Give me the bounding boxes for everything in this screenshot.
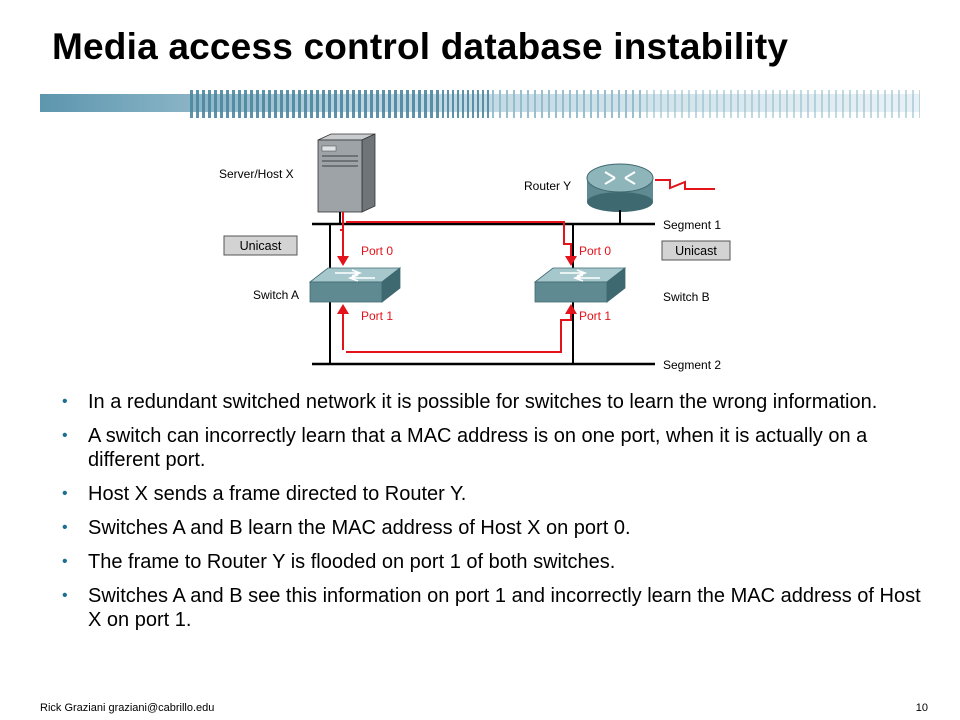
bullet-item: •Switches A and B learn the MAC address … [62, 517, 631, 539]
bullet-dot-icon: • [62, 393, 68, 410]
bullet-item: •Switches A and B see this information o… [62, 585, 921, 631]
router-icon [586, 163, 654, 212]
bullet-dot-icon: • [62, 553, 68, 570]
switch-b-icon [533, 267, 627, 303]
bullet-dot-icon: • [62, 485, 68, 502]
port1-a-label: Port 1 [361, 309, 393, 323]
bullet-dot-icon: • [62, 519, 68, 536]
port0-b-label: Port 0 [579, 244, 611, 258]
bullet-dot-icon: • [62, 427, 68, 444]
unicast-label-right: Unicast [675, 244, 717, 258]
bullet-list: •In a redundant switched network it is p… [62, 390, 932, 642]
serial-link-icon [655, 179, 715, 190]
arrow-down-port0-b [565, 256, 577, 266]
bullet-item: •In a redundant switched network it is p… [62, 391, 878, 413]
segment-1-label: Segment 1 [663, 218, 721, 232]
bullet-item: •The frame to Router Y is flooded on por… [62, 551, 616, 573]
switch-b-label: Switch B [663, 290, 710, 304]
arrow-up-port1-a [337, 304, 349, 314]
footer-author: Rick Graziani graziani@cabrillo.edu [40, 702, 215, 714]
switch-a-icon [308, 267, 402, 303]
unicast-label-left: Unicast [240, 239, 282, 253]
server-host-x-label: Server/Host X [219, 167, 294, 181]
bullet-item: •A switch can incorrectly learn that a M… [62, 425, 868, 471]
arrow-down-port0-a [337, 256, 349, 266]
slide-title: Media access control database instabilit… [52, 26, 789, 67]
decorative-stripe-band [40, 90, 920, 118]
frame-path-arrows [340, 212, 572, 353]
router-y-label: Router Y [524, 179, 571, 193]
unicast-box-left [223, 235, 298, 256]
segment-2-label: Segment 2 [663, 358, 721, 372]
page-number: 10 [915, 702, 928, 714]
port0-a-label: Port 0 [361, 244, 393, 258]
bullet-dot-icon: • [62, 587, 68, 604]
network-diagram: Unicast Unicast Server/Host X Router Y S… [219, 133, 731, 372]
bullet-item: •Host X sends a frame directed to Router… [62, 483, 467, 505]
arrow-up-port1-b [565, 304, 577, 314]
server-icon [317, 133, 376, 213]
switch-a-label: Switch A [253, 288, 299, 302]
unicast-box-right [661, 240, 731, 261]
port1-b-label: Port 1 [579, 309, 611, 323]
